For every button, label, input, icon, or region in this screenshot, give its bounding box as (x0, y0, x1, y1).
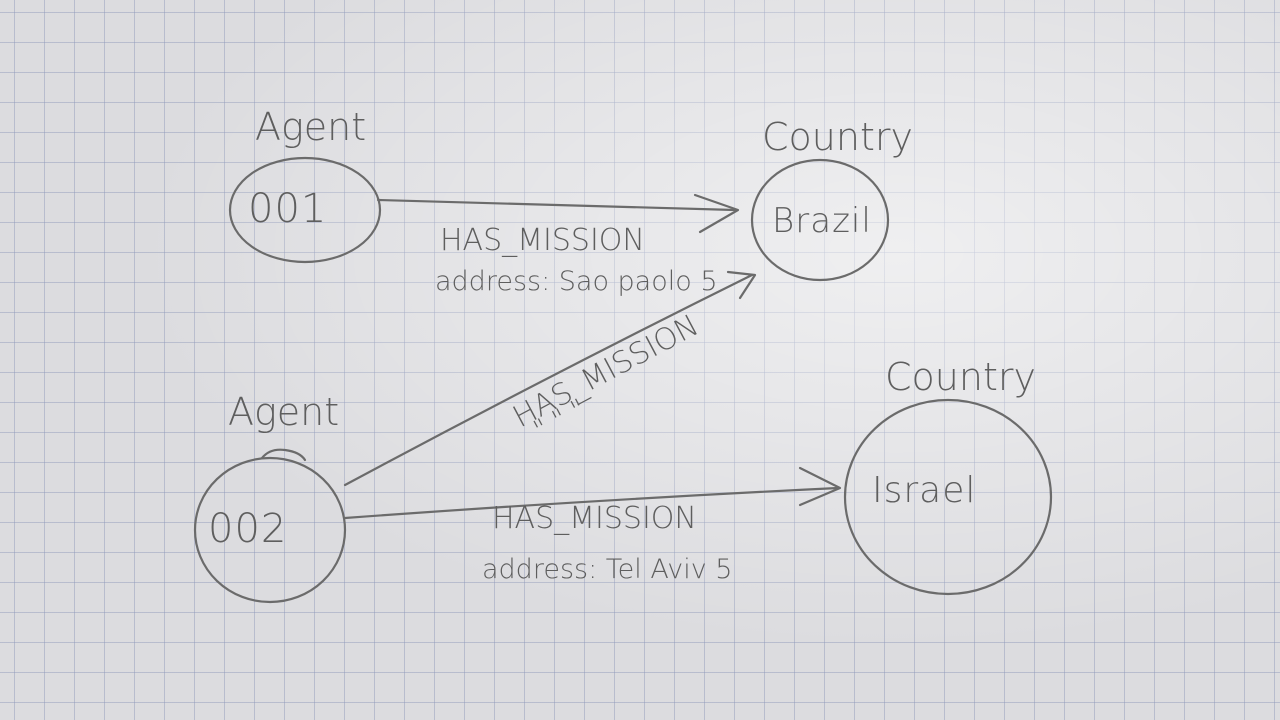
israel-type-label: Country (885, 355, 1036, 399)
agent-002-scribble (260, 448, 307, 462)
node-agent-002: Agent 002 (193, 390, 347, 604)
edge-001-brazil-line (376, 198, 737, 212)
node-country-brazil: Country Brazil (750, 115, 913, 282)
brazil-circle (750, 158, 890, 282)
edge-002-brazil-line (343, 273, 754, 487)
node-agent-001: Agent 001 (228, 105, 382, 264)
agent-001-type-label: Agent (255, 105, 366, 149)
agent-001-id: 001 (248, 186, 327, 232)
edge-002-israel-label: HAS_MISSION (492, 501, 697, 536)
node-country-israel: Country Israel (843, 355, 1053, 596)
brazil-type-label: Country (762, 115, 913, 159)
edge-002-israel: HAS_MISSION address: Tel Aviv 5 (343, 466, 842, 585)
israel-name: Israel (872, 470, 976, 511)
agent-002-type-label: Agent (228, 390, 339, 434)
brazil-name: Brazil (772, 201, 872, 241)
edge-001-brazil-label: HAS_MISSION (440, 223, 645, 258)
agent-002-id: 002 (208, 506, 287, 552)
edge-001-brazil: HAS_MISSION address: Sao paolo 5 (376, 193, 740, 297)
israel-circle (843, 398, 1053, 596)
edge-002-israel-line (343, 486, 840, 520)
edge-002-israel-property: address: Tel Aviv 5 (482, 554, 732, 585)
edge-002-brazil: HAS_MISSION " " " (343, 270, 757, 487)
edge-001-brazil-property: address: Sao paolo 5 (435, 266, 718, 297)
agent-001-circle (228, 156, 382, 264)
edge-001-brazil-arrowhead (693, 193, 740, 234)
edge-002-brazil-arrowhead (726, 270, 757, 300)
edge-002-israel-arrowhead (798, 466, 842, 507)
agent-002-circle (193, 456, 347, 604)
